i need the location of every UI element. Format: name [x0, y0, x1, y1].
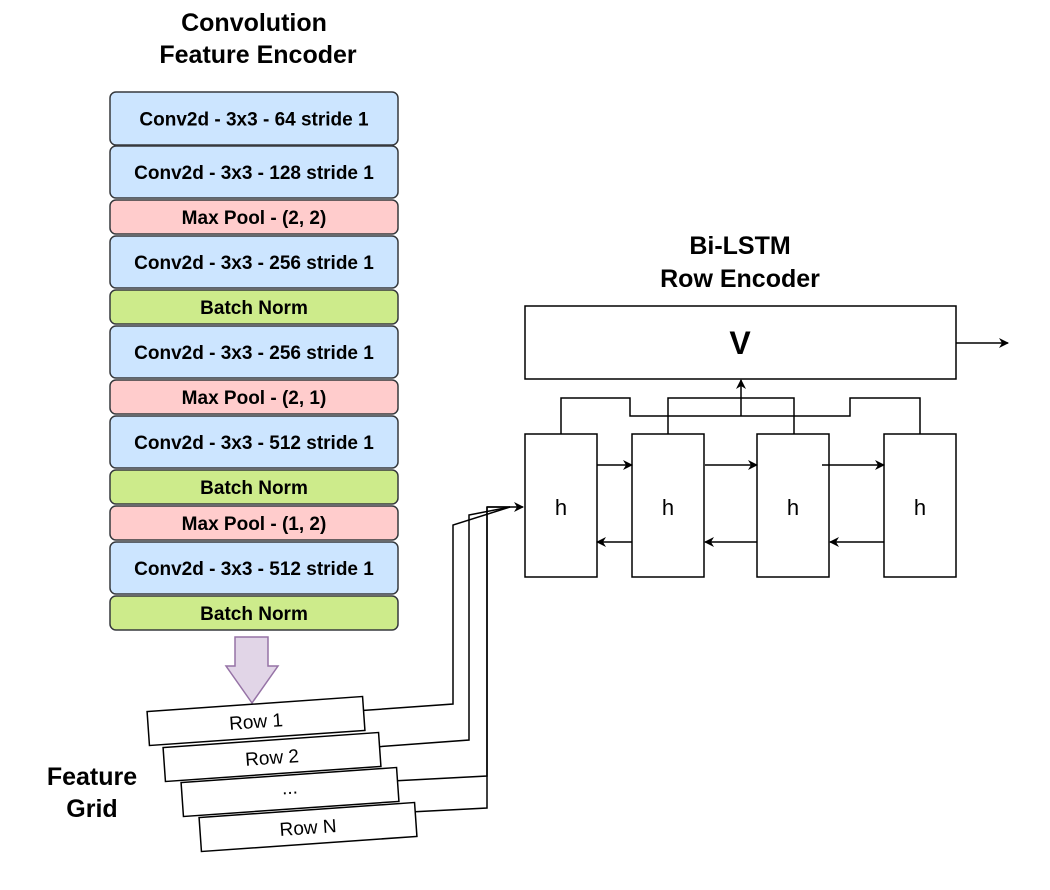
recurrent-arrows [596, 460, 885, 547]
lstm-cell-label: h [555, 495, 567, 520]
aggregation-lines [560, 379, 921, 434]
output-v-label: V [729, 325, 751, 361]
output-v-box [524, 305, 957, 380]
encoder-layer-conv: Conv2d - 3x3 - 256 stride 1 [109, 325, 399, 379]
encoder-layer-label: Max Pool - (1, 2) [182, 514, 327, 535]
row-connectors [354, 502, 524, 813]
encoder-layer-pool: Max Pool - (2, 1) [109, 379, 399, 415]
down-arrow-icon [224, 636, 280, 705]
encoder-layer-label: Batch Norm [200, 604, 308, 625]
encoder-layer-box [109, 199, 399, 235]
encoder-layer-norm: Batch Norm [109, 289, 399, 325]
encoder-layer-box [109, 325, 399, 379]
lstm-cell: h [631, 433, 705, 578]
feature-row: Row N [198, 801, 418, 853]
lstm-cell-box [524, 433, 598, 578]
feature-row: ... [180, 766, 400, 818]
encoder-layer-label: Batch Norm [200, 298, 308, 319]
encoder-layer-conv: Conv2d - 3x3 - 512 stride 1 [109, 415, 399, 469]
encoder-layer-norm: Batch Norm [109, 469, 399, 505]
encoder-layer-label: Conv2d - 3x3 - 64 stride 1 [139, 110, 369, 131]
feature-grid-label-line1: Feature [47, 763, 137, 791]
feature-grid-label-line2: Grid [66, 795, 117, 823]
feature-row-label: Row N [279, 816, 337, 841]
encoder-layer-conv: Conv2d - 3x3 - 512 stride 1 [109, 541, 399, 595]
feature-row-box [162, 731, 382, 783]
encoder-layer-pool: Max Pool - (1, 2) [109, 505, 399, 541]
encoder-layer-label: Conv2d - 3x3 - 128 stride 1 [134, 163, 374, 184]
agg-line-3 [741, 397, 921, 434]
rowN-connector [409, 507, 488, 813]
encoder-layer-label: Conv2d - 3x3 - 256 stride 1 [134, 343, 374, 364]
encoder-layer-box [109, 145, 399, 199]
encoder-layer-box [109, 415, 399, 469]
lstm-cell: h [883, 433, 957, 578]
lstm-cell-label: h [662, 495, 674, 520]
feature-row: Row 1 [146, 695, 366, 747]
lstm-cell: h [756, 433, 830, 578]
feature-row: Row 2 [162, 731, 382, 783]
agg-line-1 [560, 397, 741, 434]
encoder-layer-label: Max Pool - (2, 1) [182, 388, 327, 409]
encoder-layer-stack: Conv2d - 3x3 - 64 stride 1 Conv2d - 3x3 -… [109, 91, 399, 631]
encoder-layer-box [109, 235, 399, 289]
feature-row-box [146, 695, 366, 747]
encoder-layer-pool: Max Pool - (2, 2) [109, 199, 399, 235]
encoder-layer-label: Max Pool - (2, 2) [182, 208, 327, 229]
lstm-cell: h [524, 433, 598, 578]
lstm-cell-box [756, 433, 830, 578]
encoder-title-line2: Feature Encoder [159, 41, 357, 69]
feature-grid-rows: Row 1 Row 2... Row N [146, 695, 418, 853]
encoder-layer-conv: Conv2d - 3x3 - 256 stride 1 [109, 235, 399, 289]
lstm-cell-box [883, 433, 957, 578]
encoder-layer-box [109, 541, 399, 595]
lstm-cell-label: h [914, 495, 926, 520]
bilstm-title-line2: Row Encoder [660, 265, 820, 293]
lstm-cell-box [631, 433, 705, 578]
encoder-layer-box [109, 91, 399, 146]
encoder-layer-label: Conv2d - 3x3 - 512 stride 1 [134, 433, 374, 454]
row1-connector [354, 506, 511, 712]
encoder-layer-box [109, 595, 399, 631]
encoder-title-line1: Convolution [181, 9, 327, 37]
encoder-layer-label: Batch Norm [200, 478, 308, 499]
feature-row-label: Row 2 [245, 746, 300, 771]
encoder-layer-box [109, 469, 399, 505]
encoder-layer-box [109, 505, 399, 541]
row2-connector [374, 506, 511, 748]
encoder-layer-conv: Conv2d - 3x3 - 64 stride 1 [109, 91, 399, 146]
encoder-layer-label: Conv2d - 3x3 - 512 stride 1 [134, 559, 374, 580]
feature-row-box [180, 766, 400, 818]
encoder-layer-conv: Conv2d - 3x3 - 128 stride 1 [109, 145, 399, 199]
feature-row-label: ... [281, 777, 298, 799]
feature-row-label: Row 1 [229, 710, 284, 735]
row3-connector [391, 506, 510, 782]
feature-row-box [198, 801, 418, 853]
bilstm-title-line1: Bi-LSTM [689, 232, 790, 260]
encoder-layer-norm: Batch Norm [109, 595, 399, 631]
encoder-layer-box [109, 379, 399, 415]
encoder-layer-label: Conv2d - 3x3 - 256 stride 1 [134, 253, 374, 274]
encoder-layer-box [109, 289, 399, 325]
lstm-cell-label: h [787, 495, 799, 520]
